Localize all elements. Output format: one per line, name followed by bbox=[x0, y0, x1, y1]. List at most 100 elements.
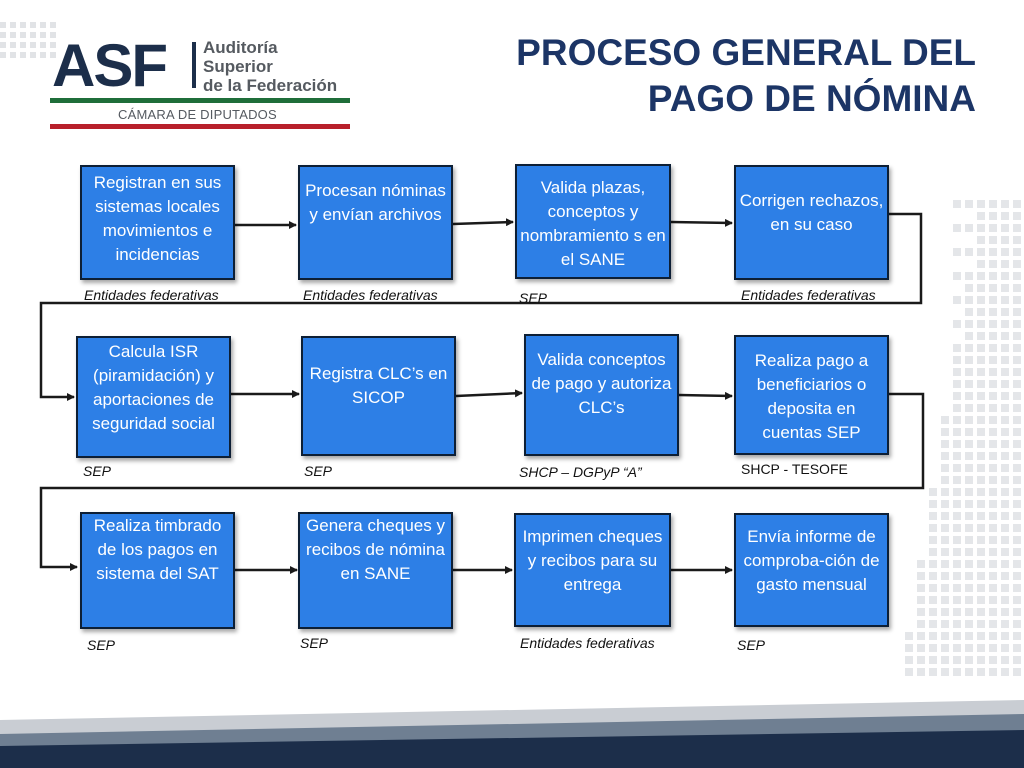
step-box: Calcula ISR (piramidación) y aportacione… bbox=[76, 336, 231, 458]
dot bbox=[30, 22, 36, 28]
step-text: Envía informe de comproba-ción de gasto … bbox=[743, 527, 880, 594]
step-box: Realiza timbrado de los pagos en sistema… bbox=[80, 512, 235, 629]
logo-acronym: ASF bbox=[52, 32, 168, 99]
step-box: Registran en sus sistemas locales movimi… bbox=[80, 165, 235, 280]
dot bbox=[953, 464, 961, 472]
dot bbox=[1001, 452, 1009, 460]
dot bbox=[965, 488, 973, 496]
dot bbox=[965, 356, 973, 364]
dot bbox=[905, 668, 913, 676]
step-box: Imprimen cheques y recibos para su entre… bbox=[514, 513, 671, 627]
dot bbox=[941, 608, 949, 616]
dot bbox=[1013, 428, 1021, 436]
dot bbox=[941, 452, 949, 460]
dot bbox=[989, 224, 997, 232]
dot bbox=[0, 22, 6, 28]
dot bbox=[989, 260, 997, 268]
dot bbox=[1001, 344, 1009, 352]
dot bbox=[1013, 248, 1021, 256]
dot bbox=[1001, 632, 1009, 640]
dot bbox=[1001, 488, 1009, 496]
dot bbox=[989, 596, 997, 604]
dot bbox=[905, 656, 913, 664]
dot bbox=[977, 272, 985, 280]
dot bbox=[965, 476, 973, 484]
dot bbox=[953, 524, 961, 532]
dot bbox=[977, 596, 985, 604]
dot bbox=[965, 620, 973, 628]
dot bbox=[965, 224, 973, 232]
dot bbox=[953, 500, 961, 508]
dot bbox=[953, 428, 961, 436]
footer-band bbox=[0, 700, 1024, 768]
dot bbox=[953, 632, 961, 640]
dot bbox=[965, 380, 973, 388]
dot bbox=[1013, 488, 1021, 496]
dot bbox=[977, 476, 985, 484]
dot bbox=[965, 200, 973, 208]
dot bbox=[1001, 476, 1009, 484]
step-actor-label: Entidades federativas bbox=[741, 287, 876, 303]
dot bbox=[1013, 512, 1021, 520]
dot bbox=[953, 512, 961, 520]
dot bbox=[1013, 608, 1021, 616]
dot bbox=[989, 512, 997, 520]
step-box: Procesan nóminas y envían archivos bbox=[298, 165, 453, 280]
dot bbox=[953, 644, 961, 652]
dot bbox=[965, 548, 973, 556]
dot bbox=[965, 596, 973, 604]
dot bbox=[941, 620, 949, 628]
dot bbox=[1001, 320, 1009, 328]
dot bbox=[1013, 572, 1021, 580]
dot bbox=[989, 500, 997, 508]
step-text: Realiza timbrado de los pagos en sistema… bbox=[93, 516, 222, 583]
dot bbox=[977, 632, 985, 640]
dot bbox=[1001, 248, 1009, 256]
dot bbox=[977, 488, 985, 496]
dot bbox=[1013, 560, 1021, 568]
dot bbox=[977, 332, 985, 340]
dot bbox=[1013, 392, 1021, 400]
step-box: Envía informe de comproba-ción de gasto … bbox=[734, 513, 889, 627]
dot bbox=[977, 320, 985, 328]
dot bbox=[977, 200, 985, 208]
dot bbox=[977, 512, 985, 520]
dot bbox=[953, 380, 961, 388]
dot bbox=[941, 668, 949, 676]
arrow-step4-step5 bbox=[39, 212, 923, 401]
dot bbox=[965, 572, 973, 580]
dot bbox=[1013, 200, 1021, 208]
dot bbox=[1013, 332, 1021, 340]
logo-divider bbox=[192, 42, 196, 88]
dot bbox=[965, 644, 973, 652]
dot-pattern-right bbox=[905, 200, 1021, 676]
dot bbox=[941, 548, 949, 556]
dot bbox=[50, 42, 56, 48]
dot bbox=[1001, 332, 1009, 340]
dot bbox=[929, 512, 937, 520]
dot bbox=[917, 644, 925, 652]
dot bbox=[941, 644, 949, 652]
dot bbox=[0, 52, 6, 58]
logo-name-line: Auditoría bbox=[203, 38, 278, 57]
dot bbox=[977, 644, 985, 652]
dot bbox=[989, 332, 997, 340]
dot bbox=[989, 488, 997, 496]
dot bbox=[989, 608, 997, 616]
dot bbox=[1001, 512, 1009, 520]
dot bbox=[989, 668, 997, 676]
dot bbox=[1001, 656, 1009, 664]
step-box: Valida conceptos de pago y autoriza CLC’… bbox=[524, 334, 679, 456]
dot bbox=[953, 488, 961, 496]
dot bbox=[989, 464, 997, 472]
dot bbox=[989, 452, 997, 460]
dot bbox=[40, 52, 46, 58]
dot bbox=[989, 656, 997, 664]
step-actor-label: SEP bbox=[519, 290, 548, 306]
dot bbox=[10, 22, 16, 28]
dot bbox=[941, 596, 949, 604]
dot bbox=[977, 524, 985, 532]
step-box: Registra CLC’s en SICOP bbox=[301, 336, 456, 456]
dot bbox=[989, 320, 997, 328]
dot bbox=[953, 224, 961, 232]
